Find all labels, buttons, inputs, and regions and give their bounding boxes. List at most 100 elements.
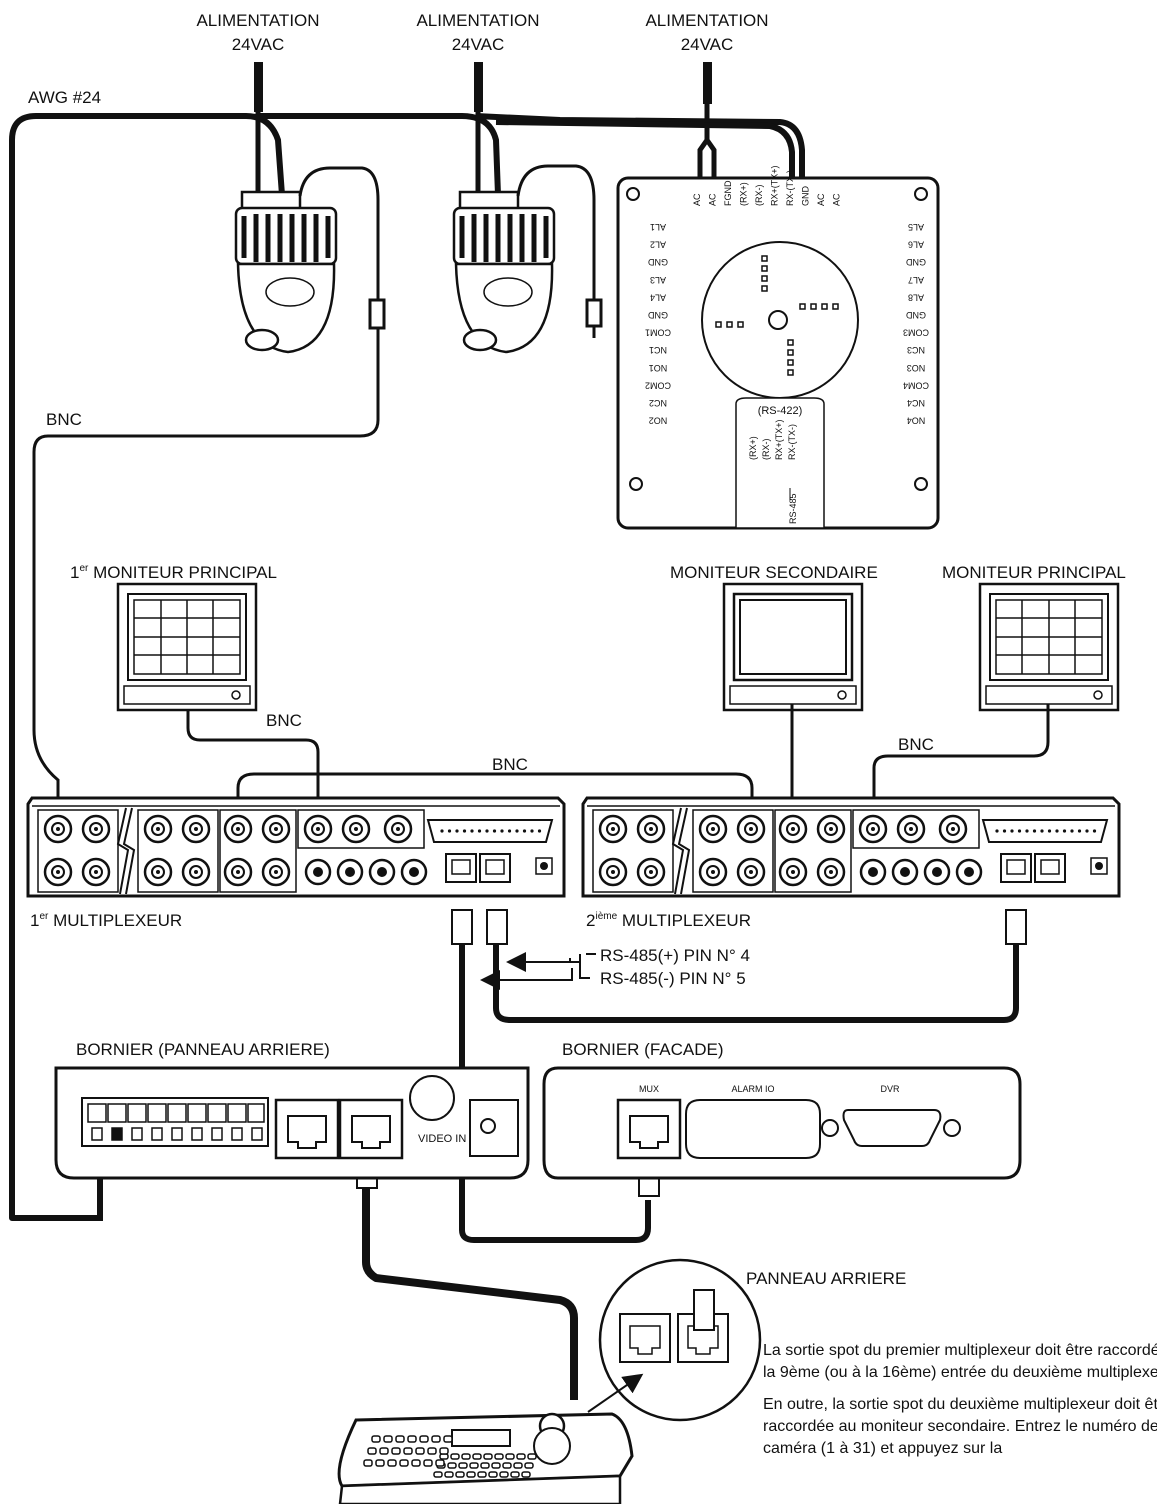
svg-text:24VAC: 24VAC [452, 35, 505, 54]
receiver-right-pin: AL8 [908, 292, 924, 302]
bnc-label-2: BNC [492, 755, 528, 774]
receiver-right-pin: COM4 [903, 380, 929, 390]
monitor-main-label: MONITEUR PRINCIPAL [942, 563, 1126, 582]
receiver-top-pin: AC [832, 193, 842, 206]
monitor-main [978, 582, 1120, 712]
bornier-front-label: BORNIER (FACADE) [562, 1040, 724, 1059]
rs422-label: (RS-422) [758, 405, 803, 417]
receiver-left-pin: NC1 [649, 345, 667, 355]
multiplexer-1 [26, 796, 566, 898]
receiver-right-pin: AL7 [908, 275, 924, 285]
bnc-label-1: BNC [266, 711, 302, 730]
rs422-box-pin: (RX-) [761, 439, 771, 461]
keyboard-key [427, 1447, 437, 1455]
bnc-label-3: BNC [898, 735, 934, 754]
keyboard-key [444, 1471, 454, 1478]
receiver-left-pin: NO1 [649, 363, 668, 373]
receiver-top-pin: FGND [723, 180, 733, 206]
keyboard-key [477, 1471, 487, 1478]
keyboard-key [363, 1459, 373, 1467]
dome-camera-2 [452, 190, 556, 354]
receiver-left-pin: AL3 [650, 275, 666, 285]
keyboard-key [407, 1435, 417, 1443]
receiver-right-pin: AL5 [908, 222, 924, 232]
svg-text:ALIMENTATION: ALIMENTATION [645, 11, 768, 30]
keyboard-key [483, 1453, 493, 1460]
video-in-label: VIDEO IN [418, 1133, 466, 1145]
keyboard-key [480, 1462, 490, 1469]
monitor-secondary-label: MONITEUR SECONDAIRE [670, 563, 878, 582]
receiver-top-pin: (RX-) [754, 185, 764, 207]
monitor-1-label: 1er MONITEUR PRINCIPAL [70, 563, 277, 582]
multiplexer-2 [581, 796, 1121, 898]
mux2-label: 2ième MULTIPLEXEUR [586, 911, 751, 930]
rs422-box-pin: (RX+) [748, 436, 758, 460]
receiver-left-pin: AL1 [650, 222, 666, 232]
receiver-board: (RS-422) [616, 176, 940, 530]
keyboard-key [494, 1453, 504, 1460]
receiver-left-pin: COM2 [645, 380, 671, 390]
receiver-left-pin: AL4 [650, 292, 666, 302]
keyboard-key [403, 1447, 413, 1455]
receiver-left-pin: GND [648, 310, 669, 320]
keyboard-key [391, 1447, 401, 1455]
bornier-rear-panel [54, 1066, 530, 1180]
keyboard-controller [337, 1412, 634, 1504]
receiver-right-pin: GND [906, 257, 927, 267]
monitor-1 [116, 582, 258, 712]
receiver-top-pin: AC [708, 193, 718, 206]
note-text: La sortie spot du premier multiplexeur d… [763, 1340, 1157, 1470]
keyboard-key [521, 1471, 531, 1478]
keyboard-key [488, 1471, 498, 1478]
rear-panel-zoom [598, 1258, 762, 1422]
svg-text:ALIMENTATION: ALIMENTATION [416, 11, 539, 30]
keyboard-key [443, 1435, 453, 1443]
keyboard-key [415, 1447, 425, 1455]
bornier-front-panel [542, 1066, 1022, 1180]
keyboard-key [383, 1435, 393, 1443]
bnc-label-cam: BNC [46, 410, 82, 429]
receiver-left-pin: NC2 [649, 398, 667, 408]
power-label-3: ALIMENTATION 24VAC [645, 11, 768, 54]
receiver-right-pin: NO4 [907, 416, 926, 426]
keyboard-key [433, 1471, 443, 1478]
receiver-right-pin: AL6 [908, 240, 924, 250]
awg-label: AWG #24 [28, 88, 101, 107]
svg-text:24VAC: 24VAC [232, 35, 285, 54]
receiver-right-pin: NC4 [907, 398, 925, 408]
keyboard-key [499, 1471, 509, 1478]
keyboard-key [461, 1453, 471, 1460]
receiver-top-pin: AC [692, 193, 702, 206]
keyboard-key [423, 1459, 433, 1467]
rs422-box-pin: RX+(TX+) [774, 419, 784, 460]
keyboard-key [419, 1435, 429, 1443]
receiver-top-pin: RX-(TX-) [785, 170, 795, 206]
rs485-minus-label: RS-485(-) PIN N° 5 [600, 969, 746, 988]
monitor-secondary [722, 582, 864, 712]
rs422-box-pin: RX-(TX-) [787, 424, 797, 460]
bornier-rear-label: BORNIER (PANNEAU ARRIERE) [76, 1040, 330, 1059]
mux1-label: 1er MULTIPLEXEUR [30, 911, 182, 930]
alarm-port-label: ALARM IO [731, 1084, 774, 1094]
keyboard-key [466, 1471, 476, 1478]
rear-panel-label: PANNEAU ARRIERE [746, 1269, 906, 1288]
receiver-right-pin: GND [906, 310, 927, 320]
receiver-top-pin: RX+(TX+) [770, 165, 780, 206]
keyboard-key [502, 1462, 512, 1469]
keyboard-key [513, 1462, 523, 1469]
keyboard-key [447, 1462, 457, 1469]
receiver-left-pin: NO2 [649, 416, 668, 426]
svg-text:24VAC: 24VAC [681, 35, 734, 54]
power-cables [254, 62, 712, 112]
dome-camera-1 [234, 190, 338, 354]
rs485-plus-label: RS-485(+) PIN N° 4 [600, 946, 750, 965]
keyboard-key [472, 1453, 482, 1460]
rs485-bus-cable [9, 113, 805, 1221]
keyboard-key [367, 1447, 377, 1455]
keyboard-key [505, 1453, 515, 1460]
keyboard-key [510, 1471, 520, 1478]
keyboard-key [435, 1459, 445, 1467]
keyboard-key [491, 1462, 501, 1469]
keyboard-key [375, 1459, 385, 1467]
